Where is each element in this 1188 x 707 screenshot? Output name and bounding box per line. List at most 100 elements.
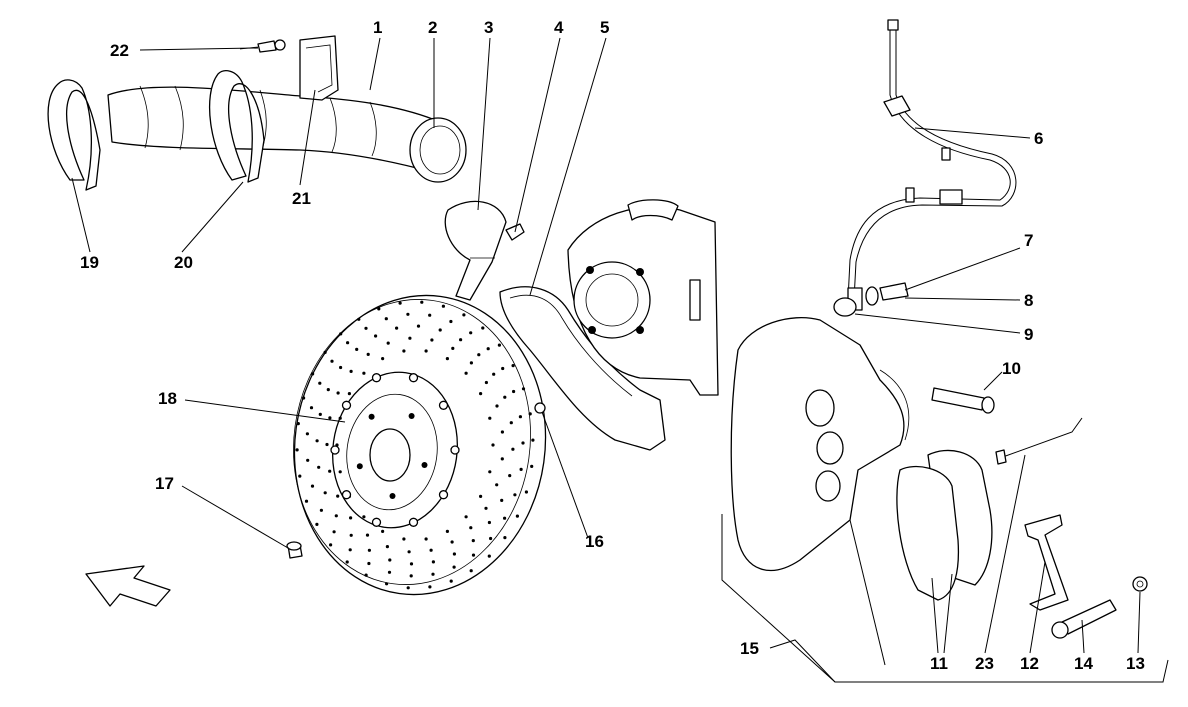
disc-hole [459, 338, 463, 342]
callout-2: 2 [428, 18, 437, 37]
disc-hole [362, 371, 366, 375]
disc-hole [471, 553, 476, 557]
disc-hole [492, 372, 496, 376]
banjo-fitting [833, 282, 909, 317]
disc-hole [319, 508, 323, 512]
duct-bracket [299, 35, 339, 101]
disc-hole [521, 441, 525, 445]
disc-hole [336, 391, 340, 395]
disc-hole [431, 572, 435, 576]
disc-hole [471, 539, 475, 543]
disc-hole [487, 520, 491, 525]
callout-21: 21 [292, 189, 311, 208]
disc-bolt [371, 517, 382, 527]
disc-hole [304, 499, 309, 503]
clamp-band-20 [208, 70, 265, 183]
disc-hole [524, 490, 529, 494]
callout-14: 14 [1074, 654, 1093, 673]
disc-hole [495, 483, 499, 487]
disc-hole [349, 516, 353, 520]
disc-bolt [408, 517, 419, 527]
disc-hole [491, 443, 495, 447]
callout-16: 16 [585, 532, 604, 551]
disc-hole [428, 313, 432, 317]
brake-hose [847, 19, 1017, 301]
disc-hole [450, 540, 454, 544]
disc-hole [515, 514, 520, 518]
disc-hole [384, 317, 388, 321]
disc-hole [310, 484, 315, 488]
disc-hole [503, 536, 507, 540]
disc-hole [364, 326, 368, 330]
disc-hole [469, 569, 473, 573]
disc-hole [332, 530, 336, 534]
disc-hole [377, 307, 381, 311]
disc-hole [503, 516, 507, 520]
leader-lines [71, 37, 1141, 683]
disc-hole [451, 346, 455, 350]
disc-hole [497, 343, 501, 347]
callout-11: 11 [930, 654, 948, 673]
disc-hole [430, 338, 434, 342]
screw-17 [286, 541, 303, 559]
callout-7: 7 [1024, 231, 1033, 250]
disc-hole [449, 579, 453, 583]
nut-13 [1132, 576, 1148, 592]
disc-hole [296, 422, 300, 426]
callout-13: 13 [1126, 654, 1145, 673]
callout-15: 15 [740, 639, 759, 658]
disc-hole [424, 537, 428, 541]
hub-bolt-hole [356, 463, 363, 470]
disc-hole [464, 515, 468, 519]
callout-8: 8 [1024, 291, 1033, 310]
hub-bolt-hole [408, 413, 415, 419]
callout-18: 18 [158, 389, 177, 408]
disc-hole [500, 430, 504, 434]
disc-hole [385, 582, 389, 586]
disc-hole [462, 313, 466, 317]
disc-hole [338, 416, 342, 420]
callout-22: 22 [110, 41, 129, 60]
callout-23: 23 [975, 654, 994, 673]
disc-hole [381, 529, 385, 534]
disc-hole [364, 573, 368, 577]
disc-hole [409, 574, 413, 578]
splash-shield [499, 286, 666, 451]
callout-9: 9 [1024, 325, 1033, 344]
disc-hole [479, 392, 483, 396]
disc-hole [469, 526, 473, 530]
disc-hole [518, 415, 523, 419]
disc-hole [489, 536, 493, 541]
disc-hole [326, 388, 330, 392]
disc-hole [311, 372, 315, 376]
callout-4: 4 [554, 18, 564, 37]
disc-hole [521, 387, 526, 391]
disc-bolt [438, 400, 449, 410]
disc-hole [531, 438, 535, 442]
disc-hole [500, 498, 504, 502]
disc-hole [345, 560, 349, 564]
disc-hole [452, 552, 456, 556]
disc-hole [402, 537, 406, 541]
brake-caliper [730, 317, 910, 571]
disc-hole [530, 464, 534, 468]
disc-hole [503, 395, 507, 399]
disc-hole [338, 470, 342, 474]
disc-hole [511, 364, 515, 368]
wheel-hub-carrier [567, 199, 719, 396]
hub-bolt-hole [368, 413, 375, 420]
disc-hole [484, 380, 488, 385]
clamp-band-19 [47, 79, 101, 191]
disc-hole [315, 439, 319, 443]
disc-hole [406, 312, 410, 316]
disc-hole [464, 371, 468, 375]
disc-hole [513, 493, 517, 497]
disc-hole [449, 319, 453, 324]
disc-hole [429, 548, 433, 552]
disc-hole [355, 347, 359, 351]
disc-hole [508, 474, 512, 478]
disc-hole [348, 548, 352, 552]
callout-19: 19 [80, 253, 99, 272]
disc-hole [318, 412, 322, 416]
